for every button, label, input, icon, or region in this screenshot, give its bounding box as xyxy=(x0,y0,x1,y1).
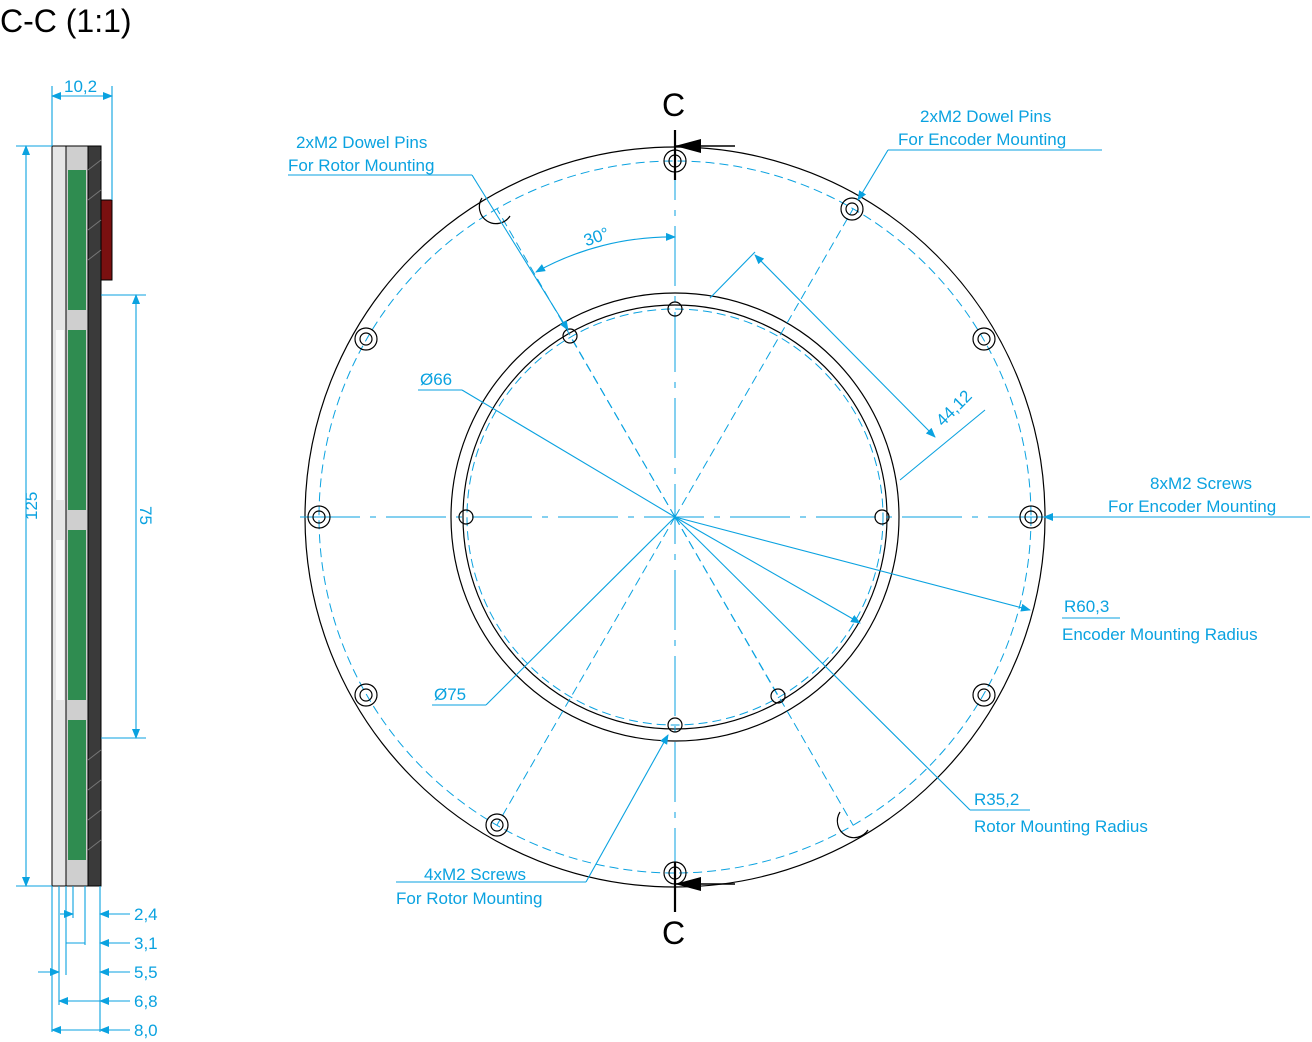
bore-outer xyxy=(450,292,900,742)
side-highlight xyxy=(56,330,64,500)
callout-rotor-screws-line1: 4xM2 Screws xyxy=(424,865,526,884)
pcb-strip xyxy=(68,530,86,700)
side-view: 10,2 125 75 2,4 3,1 5,5 6,8 8,0 xyxy=(16,77,158,1040)
dim-layer-5: 8,0 xyxy=(134,1021,158,1040)
side-highlight xyxy=(56,540,64,700)
dim-height: 125 xyxy=(22,492,41,520)
pcb-strip xyxy=(68,170,86,310)
callout-rotor-dowel-line1: 2xM2 Dowel Pins xyxy=(296,133,427,152)
callout-encoder-screws-line2: For Encoder Mounting xyxy=(1108,497,1276,516)
dim-dia-inner: Ø66 xyxy=(420,370,452,389)
callout-encoder-dowel-line2: For Encoder Mounting xyxy=(898,130,1066,149)
pcb-strip xyxy=(68,720,86,860)
notch xyxy=(478,197,511,225)
dim-width: 10,2 xyxy=(64,77,97,96)
callout-rotor-dowel-line2: For Rotor Mounting xyxy=(288,156,434,175)
rotor-pitch-circle xyxy=(466,308,884,726)
view-title: C-C (1:1) xyxy=(0,3,132,39)
dim-layer-4: 6,8 xyxy=(134,992,158,1011)
notch xyxy=(836,811,869,839)
callout-encoder-dowel-line1: 2xM2 Dowel Pins xyxy=(920,107,1051,126)
dim-angle: 30° xyxy=(581,224,612,251)
callout-encoder-screws-line1: 8xM2 Screws xyxy=(1150,474,1252,493)
side-layer-outer xyxy=(51,145,67,887)
section-mark-bottom: C xyxy=(662,915,685,951)
callout-rotor-radius-line1: R35,2 xyxy=(974,790,1019,809)
dim-layer-3: 5,5 xyxy=(134,963,158,982)
rotor-holes xyxy=(458,301,890,733)
pcb-strip xyxy=(68,330,86,510)
dim-dia-mid: Ø75 xyxy=(434,685,466,704)
front-view: C C 30° 44,12 Ø66 Ø75 2xM2 Dowel Pins Fo… xyxy=(288,87,1310,951)
callout-encoder-radius-line2: Encoder Mounting Radius xyxy=(1062,625,1258,644)
callout-rotor-radius-line2: Rotor Mounting Radius xyxy=(974,817,1148,836)
side-layer-back xyxy=(87,145,102,887)
dim-layer-2: 3,1 xyxy=(134,934,158,953)
connector xyxy=(100,199,113,281)
dim-layer-1: 2,4 xyxy=(134,905,158,924)
dim-inner: 75 xyxy=(136,506,155,525)
callout-encoder-radius-line1: R60,3 xyxy=(1064,597,1109,616)
section-mark-top: C xyxy=(662,87,685,123)
callout-rotor-screws-line2: For Rotor Mounting xyxy=(396,889,542,908)
